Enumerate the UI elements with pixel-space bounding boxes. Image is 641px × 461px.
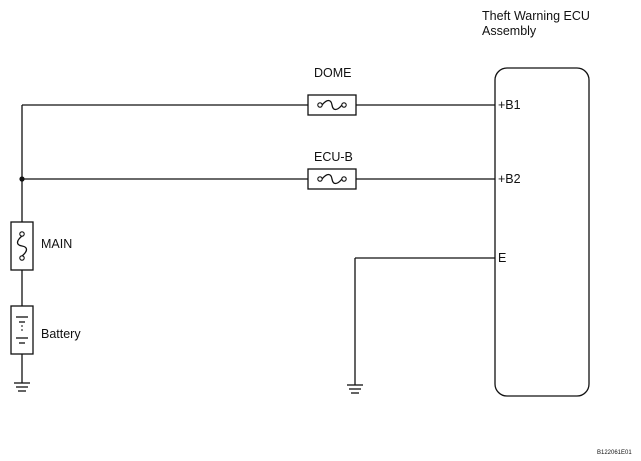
battery-label: Battery (41, 327, 81, 341)
junction-dot (19, 176, 25, 182)
main-fuse-label: MAIN (41, 237, 72, 251)
main-fuse-symbol (10, 221, 34, 271)
ecu-title-line2: Assembly (482, 24, 537, 38)
ecu-ground-icon (347, 384, 363, 394)
ecu-b-fuse-symbol (307, 168, 357, 190)
ecu-b-fuse-label: ECU-B (314, 150, 353, 164)
figure-code: B122061E01 (597, 450, 632, 456)
wire-e-ground (354, 257, 495, 385)
dome-fuse-label: DOME (314, 66, 352, 80)
pin-b2-label: +B2 (498, 172, 521, 186)
ecu-assembly-box (494, 67, 590, 397)
battery-symbol (10, 305, 34, 355)
pin-b1-label: +B1 (498, 98, 521, 112)
battery-ground-icon (14, 382, 30, 392)
pin-e-label: E (498, 251, 506, 265)
dome-fuse-symbol (307, 94, 357, 116)
ecu-title-line1: Theft Warning ECU (482, 9, 590, 23)
